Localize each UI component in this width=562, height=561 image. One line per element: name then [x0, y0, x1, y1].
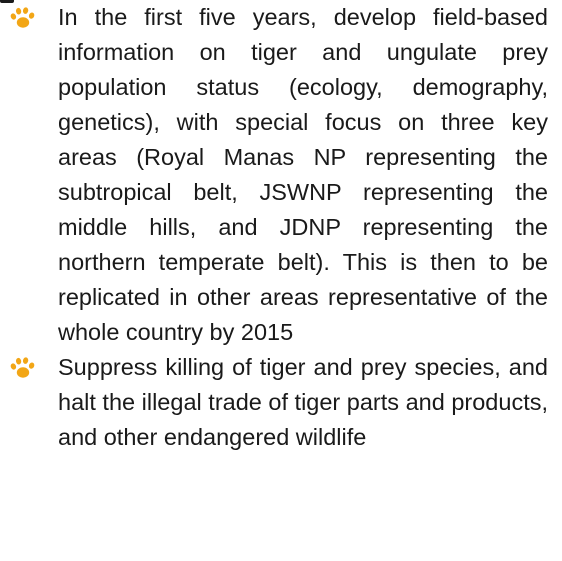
bullet-text: In the first five years, develop field-b… [58, 4, 548, 345]
paw-icon [10, 357, 35, 378]
bullet-text: Suppress killing of tiger and prey speci… [58, 354, 548, 450]
list-item: Suppress killing of tiger and prey speci… [0, 350, 562, 455]
list-item: In the first five years, develop field-b… [10, 4, 548, 345]
objective-list: In the first five years, develop field-b… [0, 4, 562, 455]
cropped-mark [0, 0, 14, 3]
paw-icon [10, 7, 35, 28]
